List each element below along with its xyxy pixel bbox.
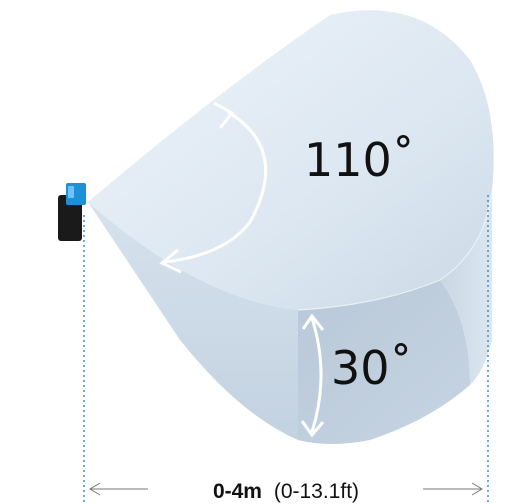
range-metric: 0-4m <box>213 480 262 503</box>
vertical-angle-label: 30˚ <box>331 341 413 395</box>
coverage-top-edge <box>297 189 493 311</box>
range-label: 0-4m (0-13.1ft) <box>213 480 359 503</box>
coverage-lower-side <box>88 202 298 440</box>
coverage-top-surface <box>88 10 494 310</box>
sensor-body <box>58 195 82 241</box>
range-arrow <box>89 482 483 496</box>
sensor-lens-highlight <box>68 186 74 198</box>
vertical-angle-arrow <box>300 313 325 438</box>
horizontal-angle-label: 110˚ <box>304 133 415 187</box>
coverage-right-side <box>440 190 492 385</box>
horizontal-angle-arrow <box>159 101 268 274</box>
range-imperial: (0-13.1ft) <box>274 480 359 503</box>
coverage-front-face <box>298 280 470 444</box>
sensor-device <box>58 183 86 241</box>
